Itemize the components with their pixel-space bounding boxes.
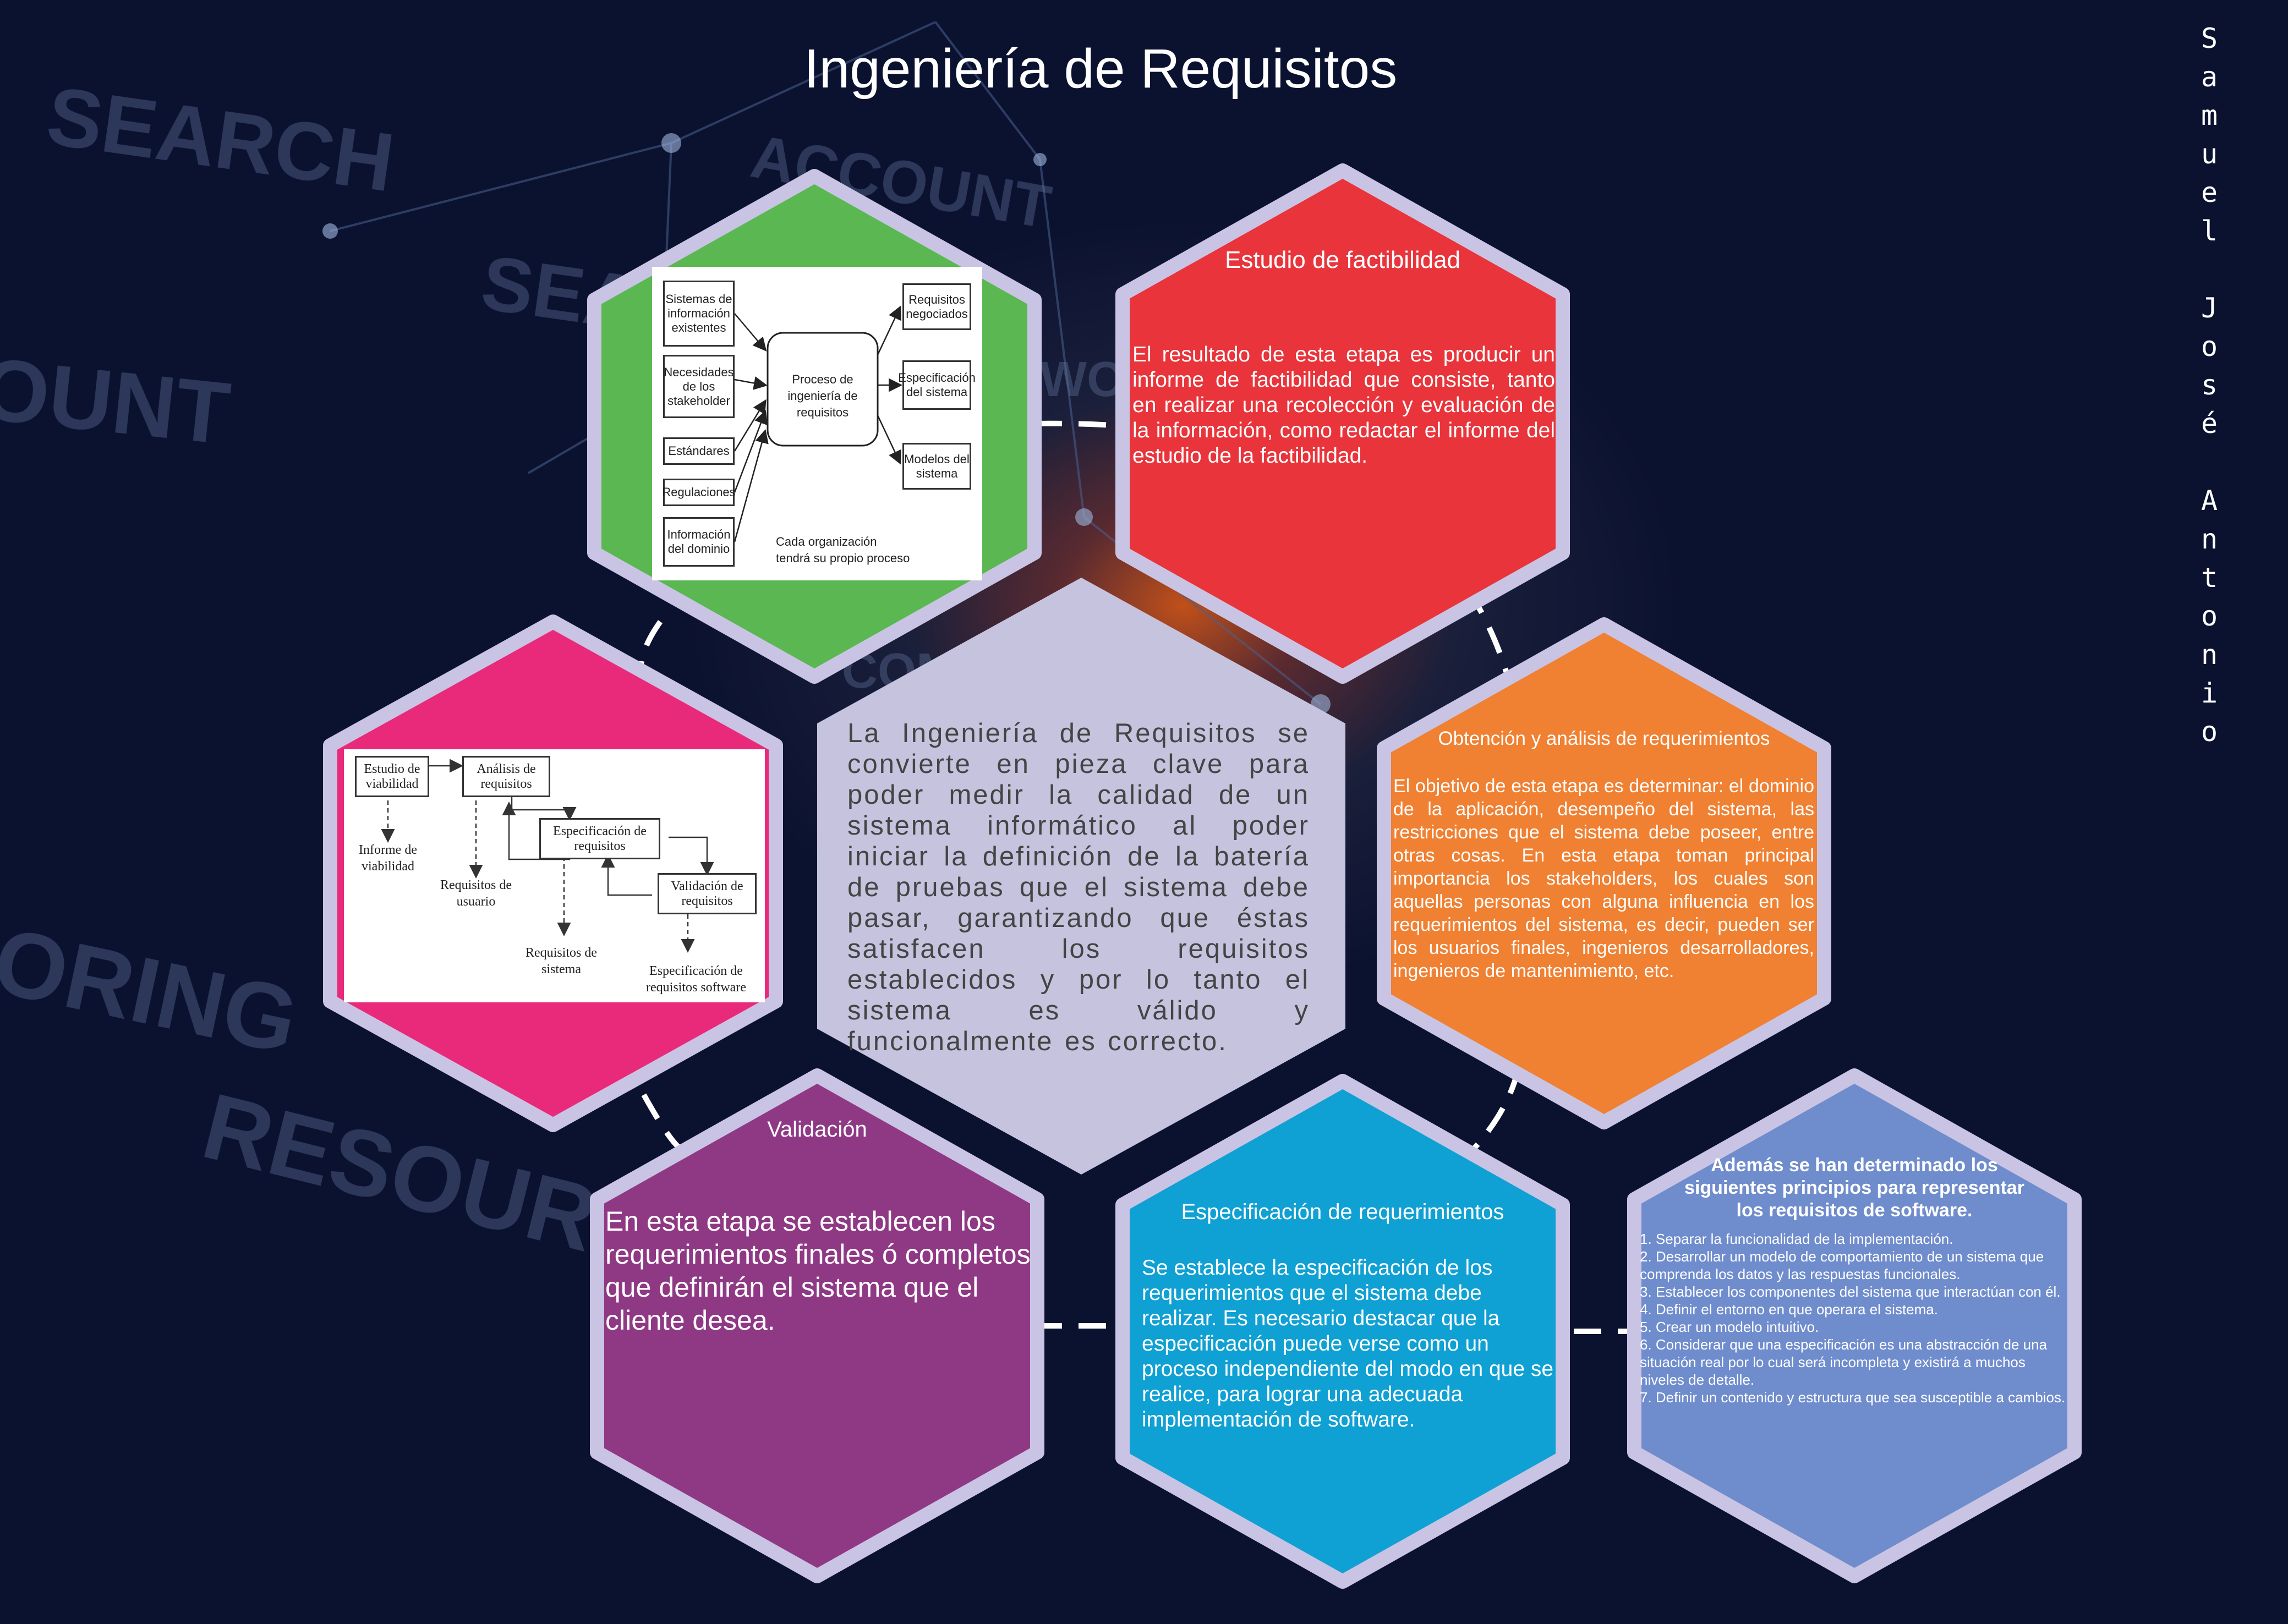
author-name-vertical: S a m u e l J o s é A n t o n i o bbox=[2187, 19, 2231, 751]
list-item: 7. Definir un contenido y estructura que… bbox=[1640, 1389, 2066, 1406]
output-box: Especificación del sistema bbox=[898, 360, 976, 410]
factibilidad-body: El resultado de esta etapa es producir u… bbox=[1132, 343, 1555, 468]
list-item: 3. Establecer los componentes del sistem… bbox=[1640, 1283, 2061, 1300]
phase-box: Análisis de requisitos bbox=[462, 756, 550, 797]
list-item: 4. Definir el entorno en que operara el … bbox=[1640, 1301, 1938, 1318]
validacion-heading: Validación bbox=[767, 1117, 867, 1142]
phase-output: Requisitos de sistema bbox=[526, 946, 597, 976]
hex-orange bbox=[1377, 617, 1831, 1129]
phase-output: Requisitos de usuario bbox=[440, 878, 512, 909]
phases-diagram-image: Estudio de viabilidad Análisis de requis… bbox=[344, 749, 765, 1002]
phase-output: Especificación de requisitos software bbox=[646, 964, 746, 995]
list-item: 5. Crear un modelo intuitivo. bbox=[1640, 1319, 1819, 1335]
especificacion-heading: Especificación de requerimientos bbox=[1181, 1200, 1504, 1224]
author-letter: o bbox=[2201, 716, 2218, 748]
input-box: Necesidades de los stakeholder bbox=[663, 355, 735, 418]
hex-blue bbox=[1115, 1074, 1570, 1589]
author-letter: n bbox=[2201, 523, 2218, 555]
phase-box: Validación de requisitos bbox=[658, 873, 757, 914]
process-diagram-image: Sistemas de información existentes Neces… bbox=[652, 267, 982, 580]
author-letter: A bbox=[2201, 485, 2218, 517]
validacion-body: En esta etapa se establecen los requerim… bbox=[605, 1206, 1031, 1336]
author-letter: s bbox=[2201, 369, 2218, 401]
author-letter: a bbox=[2201, 61, 2218, 93]
principios-list: 1. Separar la funcionalidad de la implem… bbox=[1640, 1230, 2069, 1406]
process-note: Cada organización tendrá su propio proce… bbox=[776, 535, 910, 565]
author-letter: o bbox=[2201, 331, 2218, 363]
center-description: La Ingeniería de Requisitos se convierte… bbox=[847, 718, 1310, 1056]
input-box: Regulaciones bbox=[662, 479, 736, 506]
phase-output: Informe de viabilidad bbox=[359, 843, 417, 874]
list-item: 1. Separar la funcionalidad de la implem… bbox=[1640, 1231, 1953, 1247]
output-box: Modelos del sistema bbox=[902, 443, 971, 490]
hex-periwinkle bbox=[1627, 1068, 2082, 1583]
input-box: Información del dominio bbox=[663, 517, 735, 567]
author-letter: l bbox=[2201, 215, 2218, 247]
obtencion-heading: Obtención y análisis de requerimientos bbox=[1438, 728, 1770, 749]
phase-box: Estudio de viabilidad bbox=[355, 756, 429, 797]
hex-purple bbox=[590, 1068, 1044, 1583]
list-item: 6. Considerar que una especificación es … bbox=[1640, 1336, 2048, 1388]
process-label: Proceso de ingeniería de requisitos bbox=[787, 372, 858, 419]
author-letter: é bbox=[2201, 408, 2218, 440]
author-letter: i bbox=[2201, 677, 2218, 709]
especificacion-body: Se establece la especificación de los re… bbox=[1142, 1256, 1554, 1431]
author-letter: t bbox=[2201, 562, 2218, 594]
hex-center bbox=[817, 578, 1345, 1175]
obtencion-body: El objetivo de esta etapa es determinar:… bbox=[1393, 776, 1814, 981]
process-diagram-arrows bbox=[734, 305, 902, 542]
author-letter: J bbox=[2201, 292, 2218, 324]
principios-heading: Además se han determinado los siguientes… bbox=[1684, 1155, 2024, 1221]
author-letter: m bbox=[2201, 100, 2218, 131]
factibilidad-heading: Estudio de factibilidad bbox=[1224, 246, 1461, 273]
input-box: Estándares bbox=[663, 437, 735, 465]
author-letter: S bbox=[2201, 23, 2218, 54]
author-letter: n bbox=[2201, 639, 2218, 671]
output-box: Requisitos negociados bbox=[902, 283, 971, 330]
list-item: 2. Desarrollar un modelo de comportamien… bbox=[1640, 1248, 2044, 1282]
author-letter: o bbox=[2201, 600, 2218, 632]
input-box: Sistemas de información existentes bbox=[663, 281, 735, 347]
author-letter: e bbox=[2201, 177, 2218, 209]
page-title: Ingeniería de Requisitos bbox=[803, 38, 1398, 100]
hex-red bbox=[1115, 163, 1570, 684]
phase-box: Especificación de requisitos bbox=[539, 818, 660, 859]
author-letter: u bbox=[2201, 138, 2218, 170]
